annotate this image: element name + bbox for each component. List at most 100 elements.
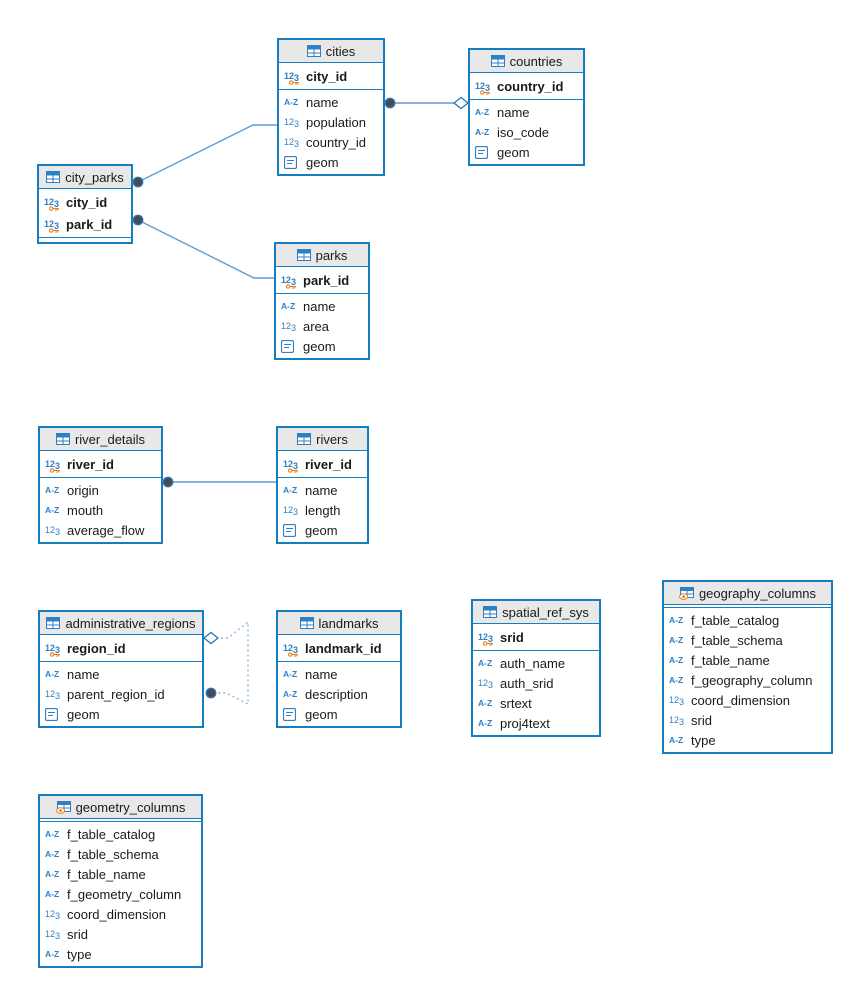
- table-header-parks[interactable]: parks: [276, 244, 368, 267]
- text-type-icon: A-Z: [45, 505, 59, 515]
- svg-text:A-Z: A-Z: [478, 718, 492, 728]
- table-header-cities[interactable]: cities: [279, 40, 383, 63]
- pk-column-row[interactable]: 123 srid: [473, 626, 599, 648]
- geometry-type-icon: [281, 339, 294, 353]
- table-header-geometry_columns[interactable]: geometry_columns: [40, 796, 201, 819]
- column-name: river_id: [305, 456, 352, 472]
- column-row[interactable]: geom: [279, 152, 383, 172]
- column-row[interactable]: 123 srid: [40, 924, 201, 944]
- column-row[interactable]: geom: [278, 704, 400, 724]
- geometry-type-icon: [284, 155, 297, 169]
- numeric-type-icon: 123: [478, 632, 493, 644]
- table-header-river_details[interactable]: river_details: [40, 428, 161, 451]
- column-name: srid: [500, 629, 524, 645]
- column-row[interactable]: geom: [276, 336, 368, 356]
- numeric-type-icon: 123: [478, 678, 493, 690]
- table-header-administrative_regions[interactable]: administrative_regions: [40, 612, 202, 635]
- column-name: srid: [67, 926, 88, 942]
- text-type-icon: A-Z: [478, 658, 492, 668]
- type-icon-wrap: [284, 155, 302, 169]
- column-row[interactable]: geom: [278, 520, 367, 540]
- numeric-type-icon: 123: [45, 909, 60, 921]
- relationship-administrative_regions-administrative_regions[interactable]: [211, 620, 249, 706]
- type-icon-wrap: 123: [45, 688, 63, 701]
- svg-text:A-Z: A-Z: [45, 505, 59, 515]
- table-header-rivers[interactable]: rivers: [278, 428, 367, 451]
- column-name: area: [303, 318, 330, 334]
- relationship-city_parks-parks[interactable]: [137, 219, 274, 279]
- column-row[interactable]: geom: [470, 142, 583, 162]
- table-header-city_parks[interactable]: city_parks: [39, 166, 131, 189]
- relationship-city_parks-cities[interactable]: [137, 124, 277, 183]
- svg-text:123: 123: [478, 632, 493, 644]
- table-header-geography_columns[interactable]: geography_columns: [664, 582, 831, 605]
- type-icon-wrap: 123: [45, 928, 63, 941]
- column-name: length: [305, 502, 341, 518]
- table-header-spatial_ref_sys[interactable]: spatial_ref_sys: [473, 601, 599, 624]
- table-header-landmarks[interactable]: landmarks: [278, 612, 400, 635]
- svg-text:123: 123: [283, 643, 298, 655]
- svg-text:A-Z: A-Z: [475, 127, 489, 137]
- view-icon: [679, 586, 694, 600]
- table-header-countries[interactable]: countries: [470, 50, 583, 73]
- svg-text:A-Z: A-Z: [478, 658, 492, 668]
- text-type-icon: A-Z: [669, 735, 683, 745]
- column-row[interactable]: geom: [40, 704, 202, 724]
